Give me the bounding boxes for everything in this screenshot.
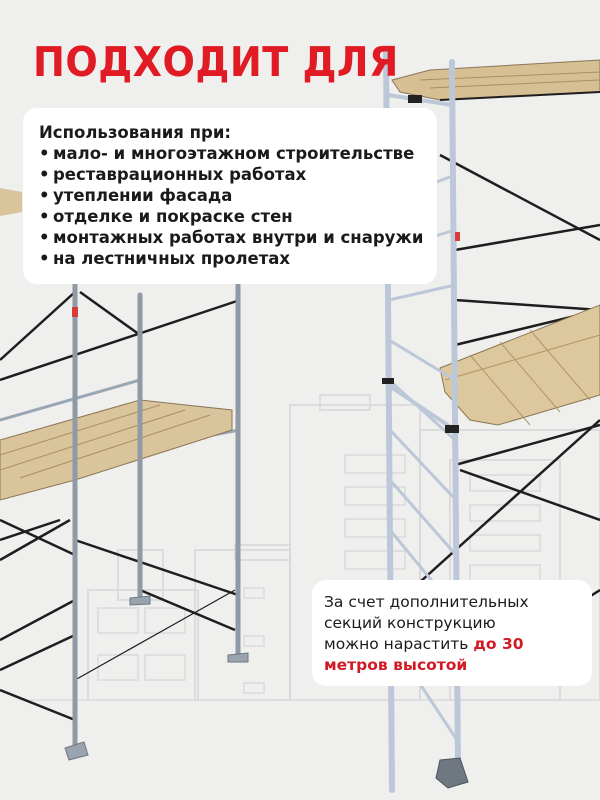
height-highlight: метров высотой bbox=[324, 656, 468, 674]
bullet-icon: • bbox=[39, 207, 50, 226]
bullet-icon: • bbox=[39, 165, 50, 184]
list-item: •монтажных работах внутри и снаружи bbox=[39, 228, 424, 247]
uses-heading: Использования при: bbox=[39, 123, 232, 142]
uses-card: Использования при: •мало- и многоэтажном… bbox=[23, 108, 437, 284]
height-highlight: до 30 bbox=[473, 635, 524, 653]
list-item: •реставрационных работах bbox=[39, 165, 307, 184]
height-card: За счет дополнительных секций конструкци… bbox=[312, 580, 592, 686]
list-item: •на лестничных пролетах bbox=[39, 249, 291, 268]
list-item: •утеплении фасада bbox=[39, 186, 233, 205]
left-scaffold bbox=[0, 188, 249, 761]
bullet-icon: • bbox=[39, 228, 50, 247]
list-item: •отделке и покраске стен bbox=[39, 207, 293, 226]
bullet-icon: • bbox=[39, 186, 50, 205]
page-title: ПОДХОДИТ ДЛЯ bbox=[33, 38, 399, 86]
list-item: •мало- и многоэтажном строительстве bbox=[39, 144, 415, 163]
bullet-icon: • bbox=[39, 249, 50, 268]
uses-list: •мало- и многоэтажном строительстве •рес… bbox=[39, 143, 437, 269]
height-text: За счет дополнительных секций конструкци… bbox=[324, 593, 529, 674]
bullet-icon: • bbox=[39, 144, 50, 163]
